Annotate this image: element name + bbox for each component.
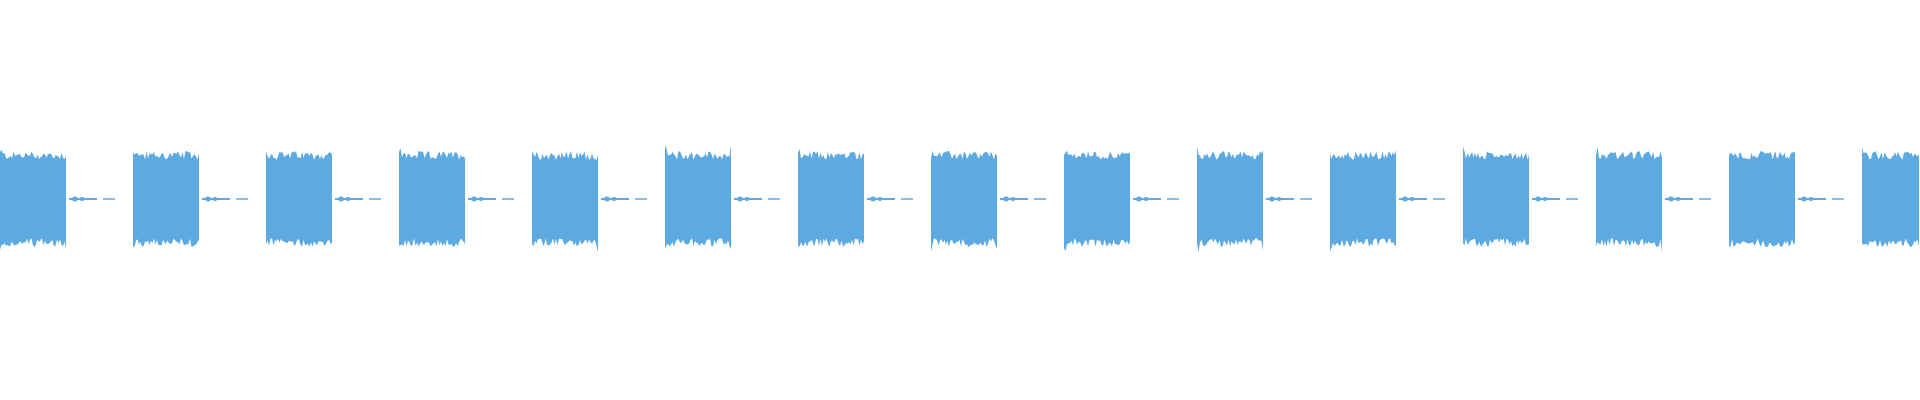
waveform-tail-blip [1003, 196, 1009, 202]
waveform-burst [1197, 146, 1312, 253]
waveform-burst-body [931, 150, 997, 252]
waveform-tail-blip [877, 197, 883, 201]
waveform-burst-body [133, 151, 199, 248]
waveform-tail-blip [1675, 197, 1681, 201]
waveform-burst-body [0, 149, 66, 250]
waveform-tail-blip [1542, 197, 1548, 201]
waveform-burst-body [266, 151, 332, 247]
waveform-tail-blip [72, 196, 78, 202]
waveform-tail-blip [1143, 197, 1149, 201]
waveform-tail-blip [1668, 196, 1674, 202]
waveform-tail-blip [212, 197, 218, 201]
waveform-burst [931, 150, 1046, 252]
waveform-burst-body [1463, 147, 1529, 247]
waveform-tail-blip [1269, 196, 1275, 202]
waveform-tail-blip [604, 196, 610, 202]
waveform-burst [0, 149, 115, 250]
waveform-burst-body [1729, 151, 1795, 248]
waveform-burst [1862, 147, 1919, 247]
waveform-burst-body [399, 148, 465, 247]
waveform-tail-blip [744, 197, 750, 201]
waveform-tail-blip [1402, 196, 1408, 202]
waveform-tail-blip [1808, 197, 1814, 201]
waveform-burst [1064, 151, 1179, 251]
waveform-tail-blip [870, 196, 876, 202]
waveform-tail-blip [345, 197, 351, 201]
waveform-burst-body [1862, 147, 1919, 247]
waveform-tail-blip [338, 196, 344, 202]
waveform-burst [1330, 149, 1445, 252]
waveform-tail-blip [79, 197, 85, 201]
waveform-tail-blip [471, 196, 477, 202]
waveform-tail-blip [1409, 197, 1415, 201]
waveform-burst [399, 148, 514, 247]
waveform-burst [1596, 146, 1711, 253]
waveform-burst [1729, 151, 1844, 248]
waveform-tail-blip [1535, 196, 1541, 202]
waveform-burst-body [798, 149, 864, 248]
waveform-burst-body [1197, 146, 1263, 253]
waveform-burst-body [1064, 151, 1130, 251]
waveform-tail-blip [1276, 197, 1282, 201]
waveform-burst [798, 149, 913, 248]
waveform-tail-blip [1801, 196, 1807, 202]
waveform-burst-body [532, 151, 598, 252]
waveform-burst [1463, 147, 1578, 247]
waveform-burst-body [1596, 146, 1662, 253]
waveform-tail-blip [611, 197, 617, 201]
waveform-burst [133, 151, 248, 248]
waveform-burst [532, 151, 647, 252]
waveform-burst [665, 145, 780, 249]
waveform-tail-blip [478, 197, 484, 201]
waveform-burst-body [1330, 149, 1396, 252]
waveform-tail-blip [737, 196, 743, 202]
waveform-burst [266, 151, 381, 247]
waveform-burst-body [665, 145, 731, 249]
waveform-tail-blip [1010, 197, 1016, 201]
waveform-tail-blip [1136, 196, 1142, 202]
waveform-tail-blip [205, 196, 211, 202]
